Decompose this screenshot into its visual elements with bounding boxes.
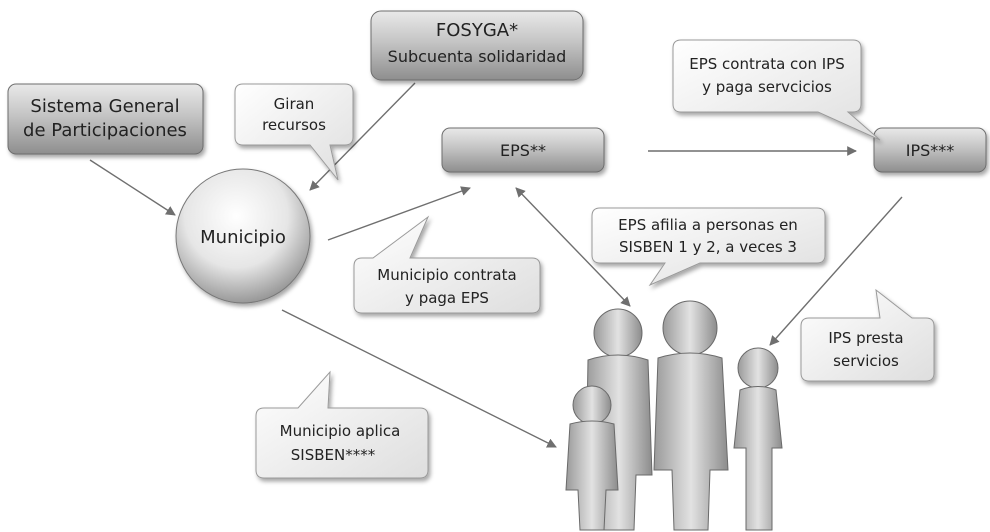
box-fosyga: FOSYGA* Subcuenta solidaridad (370, 10, 584, 81)
people-group-illustration (565, 300, 783, 531)
arrow-municipio-to-eps (327, 186, 471, 241)
person-tall-center (653, 300, 729, 531)
person-woman-right (733, 347, 783, 531)
callout-municipio-aplica: Municipio aplica SISBEN**** (255, 370, 429, 479)
giran-line2: recursos (262, 116, 326, 134)
ips-presta-line2: servicios (833, 352, 899, 370)
callout-ips-presta: IPS presta servicios (800, 288, 935, 382)
ips-label: IPS*** (906, 141, 955, 160)
municipio-circle: Municipio (175, 168, 311, 304)
arrows (89, 82, 903, 448)
callout-giran-recursos: Giran recursos (234, 83, 354, 181)
eps-label: EPS** (500, 141, 546, 160)
arrow-municipio-to-people (281, 309, 557, 448)
box-ips: IPS*** (873, 127, 987, 173)
eps-contrata-line2: y paga servcicios (702, 78, 832, 96)
municipio-contrata-line2: y paga EPS (405, 289, 489, 307)
municipio-aplica-line1: Municipio aplica (280, 422, 401, 440)
eps-afilia-line1: EPS afilia a personas en (618, 216, 798, 234)
callout-municipio-contrata: Municipio contrata y paga EPS (353, 215, 541, 314)
municipio-contrata-line1: Municipio contrata (377, 266, 516, 284)
municipio-aplica-line2: SISBEN**** (291, 446, 376, 464)
fosyga-line2: Subcuenta solidaridad (388, 47, 567, 66)
eps-afilia-line2: SISBEN 1 y 2, a veces 3 (619, 238, 797, 256)
municipio-label: Municipio (200, 227, 286, 248)
ips-presta-line1: IPS presta (828, 329, 903, 347)
arrow-sgp-to-municipio (89, 159, 176, 216)
arrow-ips-to-people (769, 196, 903, 346)
box-sgp: Sistema General de Participaciones (7, 83, 204, 155)
arrow-eps-people (515, 187, 631, 307)
box-eps: EPS** (441, 127, 605, 173)
sgp-line2: de Participaciones (23, 120, 187, 141)
callout-eps-afilia: EPS afilia a personas en SISBEN 1 y 2, a… (591, 207, 826, 287)
fosyga-line1: FOSYGA* (436, 20, 518, 41)
giran-line1: Giran (274, 95, 315, 113)
callout-eps-contrata: EPS contrata con IPS y paga servcicios (672, 39, 881, 141)
person-child-front (565, 385, 619, 531)
eps-contrata-line1: EPS contrata con IPS (689, 55, 845, 73)
sgp-line1: Sistema General (30, 96, 179, 117)
arrow-fosyga-to-municipio (309, 82, 416, 191)
